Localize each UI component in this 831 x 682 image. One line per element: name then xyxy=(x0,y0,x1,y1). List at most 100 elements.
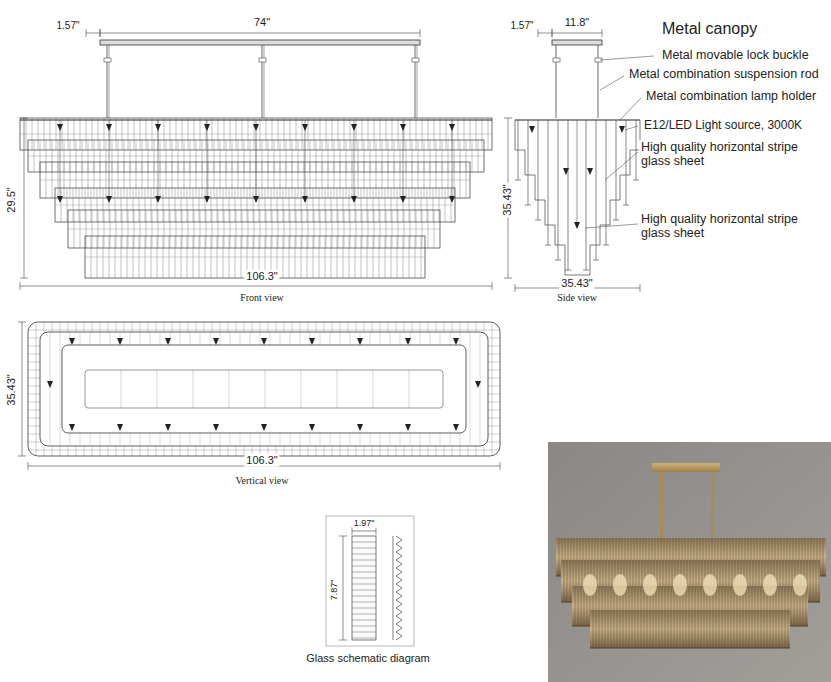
drawing-part xyxy=(409,370,410,408)
lamp-holder xyxy=(400,196,406,203)
drawing-part xyxy=(107,45,108,118)
lamp-holder xyxy=(453,424,459,431)
dimension-label: 1.57" xyxy=(508,20,535,32)
drawing-part xyxy=(354,120,355,200)
drawing-part xyxy=(647,610,648,648)
drawing-part xyxy=(207,120,208,200)
side-view xyxy=(515,40,640,275)
drawing-part xyxy=(538,120,539,220)
drawing-part xyxy=(806,586,807,626)
drawing-part xyxy=(403,120,404,200)
drawing-part xyxy=(711,472,714,540)
lamp-holder xyxy=(302,124,308,131)
lamp-holder xyxy=(261,424,267,431)
drawing-part xyxy=(629,610,630,648)
drawing-part xyxy=(352,527,353,535)
drawing-part xyxy=(68,229,440,230)
drawing-part xyxy=(538,33,552,34)
drawing-part xyxy=(500,462,501,470)
drawing-part xyxy=(722,610,723,648)
lamp-holder xyxy=(302,196,308,203)
drawing-part xyxy=(758,610,759,648)
drawing-part xyxy=(28,322,500,456)
drawing-part xyxy=(725,610,726,648)
drawing-part xyxy=(553,58,560,62)
drawing-part xyxy=(659,610,660,648)
drawing-part xyxy=(600,76,624,90)
drawing-part xyxy=(36,322,37,456)
drawing-part xyxy=(671,610,672,648)
drawing-part xyxy=(104,58,111,62)
drawing-part xyxy=(301,370,302,408)
drawing-part xyxy=(710,610,711,648)
lamp-holder xyxy=(309,338,315,345)
drawing-part xyxy=(823,538,824,576)
drawing-part xyxy=(614,610,615,648)
drawing-part xyxy=(776,610,777,648)
drawing-part xyxy=(567,560,568,602)
drawing-part xyxy=(626,610,627,648)
drawing-part xyxy=(352,584,376,585)
dimension-label: 1.57" xyxy=(54,20,81,32)
drawing-part xyxy=(692,610,693,648)
drawing-part xyxy=(492,322,493,456)
drawing-part xyxy=(265,370,266,408)
drawing-part xyxy=(62,345,466,433)
drawing-part xyxy=(420,29,421,37)
lamp-holder xyxy=(47,381,53,388)
drawing-part xyxy=(728,610,729,648)
drawing-part xyxy=(590,648,790,649)
drawing-part xyxy=(525,205,531,206)
drawing-part xyxy=(773,610,774,648)
vertical-view xyxy=(28,322,500,456)
drawing-part xyxy=(20,286,492,287)
drawing-part xyxy=(653,610,654,648)
drawing-part xyxy=(158,120,159,200)
bulb-glow xyxy=(733,574,747,596)
dimension-label: 106.3" xyxy=(244,270,279,283)
drawing-part xyxy=(623,610,624,648)
glass-schematic xyxy=(326,516,414,646)
drawing-part xyxy=(28,462,29,470)
drawing-part xyxy=(86,29,87,37)
drawing-part xyxy=(352,608,376,609)
lamp-holder xyxy=(57,124,63,131)
product-photo xyxy=(548,442,831,682)
drawing-part xyxy=(764,610,765,648)
drawing-part xyxy=(55,188,455,222)
drawing-part xyxy=(650,610,651,648)
drawing-part xyxy=(785,610,786,648)
lamp-holder xyxy=(357,338,363,345)
drawing-part xyxy=(352,566,376,567)
view-title: Vertical view xyxy=(233,475,290,487)
drawing-part xyxy=(701,610,702,648)
drawing-part xyxy=(640,284,641,292)
drawing-part xyxy=(548,442,831,682)
drawing-part xyxy=(617,610,618,648)
drawing-part xyxy=(337,370,338,408)
drawing-part xyxy=(352,531,376,532)
lamp-holder xyxy=(587,168,593,175)
drawing-part xyxy=(599,610,600,648)
lamp-holder xyxy=(405,424,411,431)
drawing-part xyxy=(18,456,26,457)
drawing-part xyxy=(633,180,639,181)
lamp-holder xyxy=(117,424,123,431)
drawing-part xyxy=(810,560,811,602)
drawing-part xyxy=(683,610,684,648)
drawing-part xyxy=(819,560,820,602)
bulb-glow xyxy=(613,574,627,596)
drawing-part xyxy=(528,120,529,205)
drawing-part xyxy=(28,450,500,451)
drawing-part xyxy=(613,220,619,221)
drawing-part xyxy=(555,260,561,261)
drawing-part xyxy=(352,542,376,543)
drawing-part xyxy=(85,257,425,258)
drawing-part xyxy=(638,610,639,648)
drawing-part xyxy=(746,610,747,648)
bulb-glow xyxy=(673,574,687,596)
drawing-part xyxy=(470,332,471,446)
drawing-part xyxy=(352,638,376,639)
drawing-part xyxy=(100,29,101,37)
lamp-holder xyxy=(405,338,411,345)
